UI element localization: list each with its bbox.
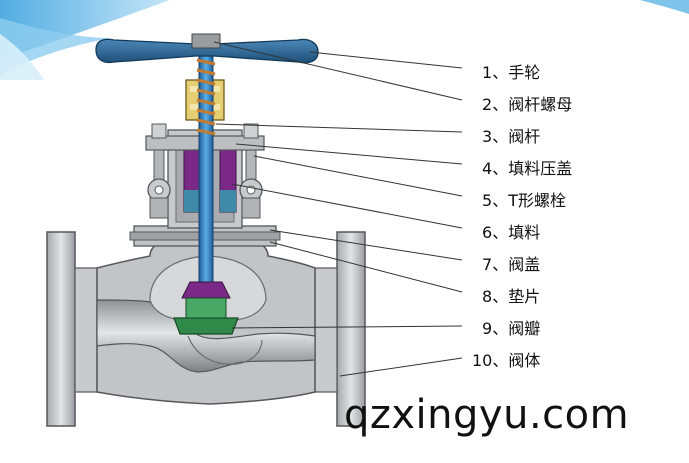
decorative-swoosh — [0, 0, 689, 80]
valve-stem — [196, 35, 216, 299]
handwheel — [95, 33, 319, 64]
label-stem-nut: 2、阀杆螺母 — [482, 95, 573, 114]
leader-lines — [213, 41, 463, 377]
label-t-bolt: 5、T形螺栓 — [482, 191, 566, 210]
label-stem: 3、阀杆 — [482, 127, 541, 146]
valve-disc — [173, 281, 239, 335]
label-bonnet: 7、阀盖 — [482, 255, 541, 274]
valve-body — [46, 231, 366, 427]
label-gasket: 8、垫片 — [482, 287, 541, 306]
watermark: qzxingyu.com — [344, 392, 630, 438]
label-disc: 9、阀瓣 — [482, 319, 541, 338]
label-packing-gland: 4、填料压盖 — [482, 159, 573, 178]
label-valve-body: 10、阀体 — [472, 351, 541, 370]
label-handwheel: 1、手轮 — [482, 63, 541, 82]
label-packing: 6、填料 — [482, 223, 541, 242]
t-bolt-left — [147, 149, 171, 219]
packing — [183, 149, 237, 213]
t-bolt-right — [239, 149, 263, 219]
